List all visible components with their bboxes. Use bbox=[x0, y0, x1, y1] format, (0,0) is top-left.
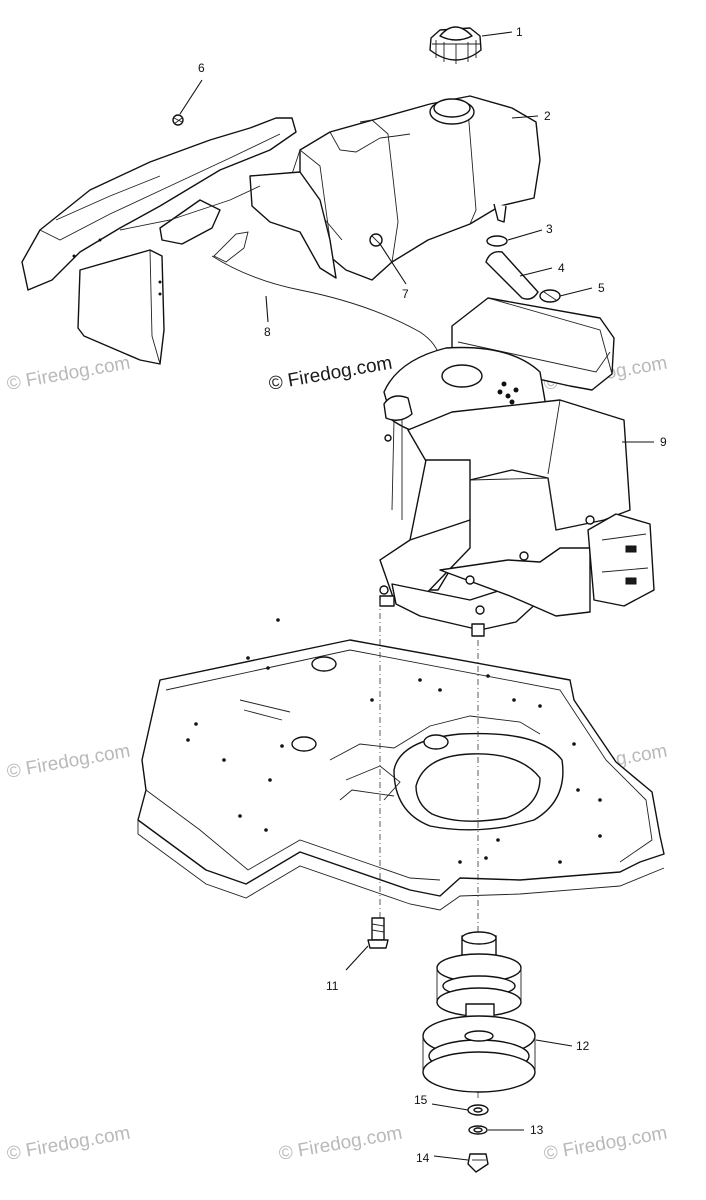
firedog-logo: © Firedog.com bbox=[267, 353, 394, 395]
hardware-13-15 bbox=[467, 1104, 489, 1173]
screw-6 bbox=[172, 114, 184, 126]
watermark-1: © Firedog.com bbox=[5, 353, 132, 395]
fuel-cap bbox=[429, 26, 482, 64]
callouts: 1 2 3 4 5 6 7 8 9 11 12 13 14 15 bbox=[198, 25, 667, 1165]
watermark-8: © Firedog.com bbox=[542, 1123, 669, 1165]
bolt-11 bbox=[367, 917, 389, 949]
tank-bracket bbox=[21, 117, 337, 365]
watermark-3: © Firedog.com bbox=[5, 741, 132, 783]
throttle-cable bbox=[211, 231, 441, 361]
callout-14: 14 bbox=[416, 1151, 430, 1165]
deck-frame bbox=[137, 618, 665, 911]
callout-3: 3 bbox=[546, 222, 553, 236]
callout-4: 4 bbox=[558, 261, 565, 275]
pulley-assembly bbox=[422, 931, 536, 1093]
callout-9: 9 bbox=[660, 435, 667, 449]
callout-5: 5 bbox=[598, 281, 605, 295]
fuel-tank bbox=[289, 95, 541, 281]
watermark-7: © Firedog.com bbox=[277, 1123, 404, 1165]
hose-assembly bbox=[485, 235, 561, 303]
callout-13: 13 bbox=[530, 1123, 544, 1137]
leaders bbox=[179, 31, 654, 1161]
callout-11: 11 bbox=[326, 979, 339, 993]
fitting-7 bbox=[369, 233, 383, 247]
engine bbox=[379, 297, 655, 637]
callout-2: 2 bbox=[544, 109, 551, 123]
callout-1: 1 bbox=[516, 25, 523, 39]
watermark-6: © Firedog.com bbox=[5, 1123, 132, 1165]
callout-6: 6 bbox=[198, 61, 205, 75]
callout-15: 15 bbox=[414, 1093, 428, 1107]
callout-7: 7 bbox=[402, 287, 409, 301]
callout-12: 12 bbox=[576, 1039, 590, 1053]
callout-8: 8 bbox=[264, 325, 271, 339]
